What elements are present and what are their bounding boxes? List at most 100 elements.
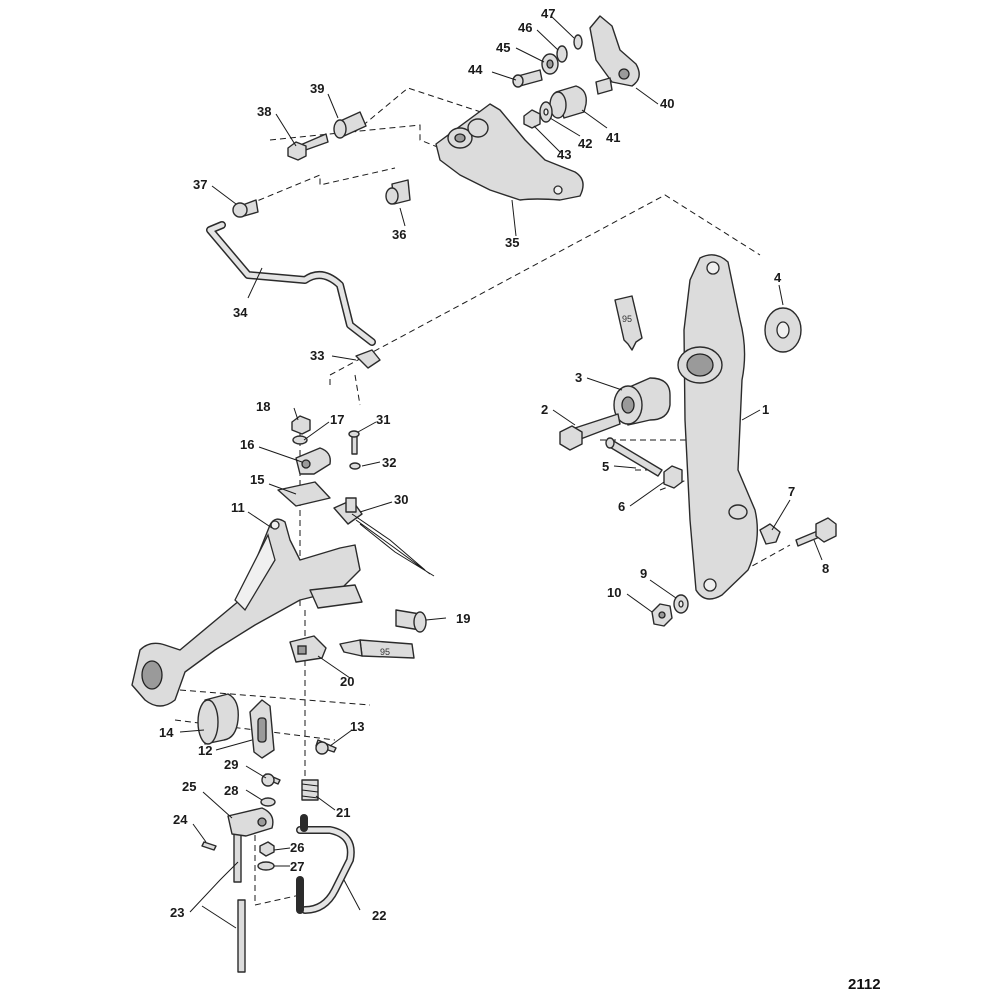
part-24-pin xyxy=(201,841,217,851)
part-number-labels: 1 2 3 4 5 6 7 8 9 10 11 12 13 14 15 16 1… xyxy=(159,6,829,923)
label-27: 27 xyxy=(290,859,304,874)
part-26-nut xyxy=(259,841,275,857)
label-17: 17 xyxy=(330,412,344,427)
part-30-switch xyxy=(333,497,435,577)
part-21-spring xyxy=(301,779,319,801)
label-38: 38 xyxy=(257,104,271,119)
label-4: 4 xyxy=(774,270,782,285)
part-9-washer xyxy=(673,594,689,614)
label-28: 28 xyxy=(224,783,238,798)
label-29: 29 xyxy=(224,757,238,772)
label-2: 2 xyxy=(541,402,548,417)
part-37-screw xyxy=(232,199,259,218)
label-22: 22 xyxy=(372,908,386,923)
label-3: 3 xyxy=(575,370,582,385)
part-11-bracket xyxy=(131,518,363,707)
label-12: 12 xyxy=(198,743,212,758)
label-11: 11 xyxy=(231,500,245,515)
part-10-nut xyxy=(651,603,673,627)
label-32: 32 xyxy=(382,455,396,470)
label-36: 36 xyxy=(392,227,406,242)
label-10: 10 xyxy=(607,585,621,600)
label-24: 24 xyxy=(173,812,188,827)
part-31-screw xyxy=(348,430,360,455)
part-5-threaded-rod xyxy=(605,437,663,477)
part-39-spacer xyxy=(333,111,367,139)
part-16-clamp xyxy=(295,447,331,475)
part-8-bolt xyxy=(795,517,837,547)
part-41-bushing xyxy=(549,85,587,119)
tube-label-lower: 95 xyxy=(380,647,390,657)
label-16: 16 xyxy=(240,437,254,452)
part-22-lever-rod xyxy=(296,814,355,914)
label-23: 23 xyxy=(170,905,184,920)
part-15-clip xyxy=(277,481,331,507)
label-7: 7 xyxy=(788,484,795,499)
label-34: 34 xyxy=(233,305,248,320)
label-5: 5 xyxy=(602,459,609,474)
label-33: 33 xyxy=(310,348,324,363)
label-1: 1 xyxy=(762,402,769,417)
part-46-washer xyxy=(556,45,568,63)
part-33-ball-joint xyxy=(355,349,381,369)
label-39: 39 xyxy=(310,81,324,96)
sealant-tube-upper: 95 xyxy=(614,295,643,351)
label-18: 18 xyxy=(256,399,270,414)
label-35: 35 xyxy=(505,235,519,250)
part-1-link-arm xyxy=(677,254,758,600)
label-9: 9 xyxy=(640,566,647,581)
part-45-bushing xyxy=(541,53,559,75)
part-6-nut xyxy=(663,465,683,489)
label-37: 37 xyxy=(193,177,207,192)
part-19-pin xyxy=(395,609,427,633)
label-26: 26 xyxy=(290,840,304,855)
part-4-washer xyxy=(764,307,802,353)
part-25-lever xyxy=(227,807,274,837)
part-2-bolt xyxy=(559,413,621,451)
leader-lines xyxy=(179,15,823,929)
label-6: 6 xyxy=(618,499,625,514)
label-46: 46 xyxy=(518,20,532,35)
part-29-screw xyxy=(261,773,281,787)
part-43-nut xyxy=(523,109,541,129)
part-12-plate xyxy=(249,699,275,759)
part-32-washer xyxy=(349,462,361,470)
label-47: 47 xyxy=(541,6,555,21)
part-20-block xyxy=(289,635,327,663)
label-19: 19 xyxy=(456,611,470,626)
label-20: 20 xyxy=(340,674,354,689)
part-7-bushing xyxy=(759,523,781,545)
part-3-bushing xyxy=(613,377,671,426)
part-17-washer xyxy=(292,435,308,445)
part-42-washer xyxy=(539,101,553,123)
label-45: 45 xyxy=(496,40,510,55)
label-44: 44 xyxy=(468,62,483,77)
tube-label-upper: 95 xyxy=(622,314,632,324)
label-41: 41 xyxy=(606,130,620,145)
part-34-bent-rod xyxy=(206,221,376,346)
label-8: 8 xyxy=(822,561,829,576)
part-28-washer xyxy=(260,797,276,807)
part-18-nut xyxy=(291,415,311,435)
label-14: 14 xyxy=(159,725,174,740)
part-44-pin xyxy=(512,69,543,88)
label-21: 21 xyxy=(336,805,350,820)
part-40-lever xyxy=(589,15,640,95)
label-25: 25 xyxy=(182,779,196,794)
label-42: 42 xyxy=(578,136,592,151)
part-23-rods xyxy=(233,829,246,973)
sealant-tube-lower: 95 xyxy=(339,639,415,659)
part-38-bolt xyxy=(287,133,329,161)
figure-number: 2112 xyxy=(848,976,881,993)
label-13: 13 xyxy=(350,719,364,734)
part-14-roller xyxy=(197,693,239,745)
part-36-screw xyxy=(385,179,411,205)
part-35-cam-plate xyxy=(435,103,584,201)
part-27-washer xyxy=(257,861,275,871)
part-47-clip xyxy=(573,34,583,50)
part-13-screw xyxy=(315,739,337,755)
label-43: 43 xyxy=(557,147,571,162)
label-15: 15 xyxy=(250,472,264,487)
label-40: 40 xyxy=(660,96,674,111)
